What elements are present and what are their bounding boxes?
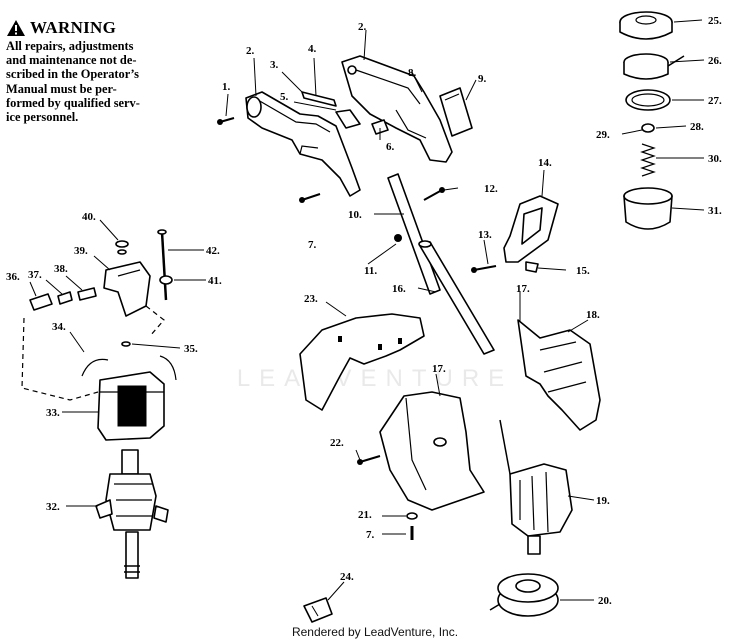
- spool-washer: [641, 123, 655, 133]
- callout-38: 38.: [54, 263, 68, 275]
- screw-part-7-top: [299, 193, 321, 203]
- warning-line: scribed in the Operator’s: [6, 67, 139, 82]
- warning-line: Manual must be per-: [6, 81, 117, 96]
- motor-bracket-39: [103, 261, 151, 317]
- warning-triangle-icon: [7, 20, 25, 36]
- leader-lines: [29, 19, 705, 601]
- callout-28: 28.: [690, 121, 704, 133]
- motor-housing-half: [379, 391, 485, 511]
- handle-left-half: [245, 91, 361, 197]
- nut-part-41: [159, 275, 173, 285]
- washer-part-21: [406, 512, 418, 520]
- warning-title-text: WARNING: [30, 18, 117, 37]
- callout-33: 33.: [46, 407, 60, 419]
- lower-shaft: [418, 240, 495, 355]
- callout-40: 40.: [82, 211, 96, 223]
- assist-handle: [503, 195, 559, 263]
- bolt-part-42: [157, 229, 168, 301]
- callout-29: 29.: [596, 129, 610, 141]
- screw-part-12: [423, 187, 445, 201]
- motor-stator-33: [97, 371, 165, 441]
- callout-34: 34.: [52, 321, 66, 333]
- field-coil-34: [81, 355, 177, 381]
- trigger-switch-parts: [301, 91, 389, 135]
- callout-7: 7.: [308, 239, 317, 251]
- warning-line: formed by qualified serv-: [6, 95, 140, 110]
- callout-19: 19.: [596, 495, 610, 507]
- wire-route: [145, 305, 165, 337]
- upper-shaft: [387, 173, 441, 295]
- callout-32: 32.: [46, 501, 60, 513]
- callout-31: 31.: [708, 205, 722, 217]
- callout-27: 27.: [708, 95, 722, 107]
- callout-10: 10.: [348, 209, 362, 221]
- trimmer-motor: [499, 419, 573, 555]
- spool-cap: [619, 11, 673, 40]
- callout-20: 20.: [598, 595, 612, 607]
- callout-35: 35.: [184, 343, 198, 355]
- callout-17: 17.: [432, 363, 446, 375]
- callout-2: 2.: [246, 45, 255, 57]
- spool-spring: [640, 143, 656, 177]
- callout-5: 5.: [280, 91, 289, 103]
- footer-credit: Rendered by LeadVenture, Inc.: [291, 625, 459, 639]
- warning-notice: WARNING All repairs, adjustments and mai…: [6, 18, 196, 124]
- callout-39: 39.: [74, 245, 88, 257]
- guard-cover: [299, 313, 425, 411]
- callout-1: 1.: [222, 81, 231, 93]
- spool-housing: [623, 187, 673, 230]
- callout-24: 24.: [340, 571, 354, 583]
- warning-line: All repairs, adjustments: [6, 39, 134, 53]
- callout-36: 36.: [6, 271, 20, 283]
- callout-labels: 1. 2. 2. 3. 4. 5. 6. 7. 7. 8. 9. 10. 11.…: [6, 15, 722, 607]
- nut-part-11: [394, 234, 402, 242]
- callout-17: 17.: [516, 283, 530, 295]
- callout-23: 23.: [304, 293, 318, 305]
- callout-13: 13.: [478, 229, 492, 241]
- spool-assembly: [489, 573, 559, 617]
- screw-part-1: [217, 117, 235, 125]
- callout-3: 3.: [270, 59, 279, 71]
- callout-26: 26.: [708, 55, 722, 67]
- assist-handle-hardware: [471, 261, 539, 273]
- screw-part-22: [357, 455, 381, 465]
- callout-7: 7.: [366, 529, 375, 541]
- callout-11: 11.: [364, 265, 377, 277]
- callout-25: 25.: [708, 15, 722, 27]
- terminal-parts-36-38: [29, 287, 97, 311]
- callout-18: 18.: [586, 309, 600, 321]
- clip-part-24: [303, 597, 333, 623]
- spool-line: [623, 53, 685, 80]
- callout-42: 42.: [206, 245, 220, 257]
- warning-line: and maintenance not de-: [6, 53, 137, 68]
- callout-30: 30.: [708, 153, 722, 165]
- callout-22: 22.: [330, 437, 344, 449]
- warning-text: All repairs, adjustments and maintenance…: [6, 39, 196, 124]
- warning-title: WARNING: [6, 18, 196, 38]
- callout-37: 37.: [28, 269, 42, 281]
- handle-label-plate: [439, 87, 473, 137]
- callout-8: 8.: [408, 67, 417, 79]
- callout-6: 6.: [386, 141, 395, 153]
- callout-9: 9.: [478, 73, 487, 85]
- handle-right-half: [341, 55, 453, 163]
- wire-route: [21, 317, 99, 401]
- guard-shield: [517, 319, 601, 431]
- warning-line: ice personnel.: [6, 110, 79, 125]
- wire-part-35: [121, 341, 131, 347]
- callout-15: 15.: [576, 265, 590, 277]
- spool-ring: [625, 89, 671, 111]
- callout-41: 41.: [208, 275, 222, 287]
- callout-14: 14.: [538, 157, 552, 169]
- callout-4: 4.: [308, 43, 317, 55]
- callout-12: 12.: [484, 183, 498, 195]
- washer-part-40: [115, 240, 129, 255]
- callout-21: 21.: [358, 509, 372, 521]
- armature-32: [95, 449, 169, 579]
- callout-2: 2.: [358, 21, 367, 33]
- callout-16: 16.: [392, 283, 406, 295]
